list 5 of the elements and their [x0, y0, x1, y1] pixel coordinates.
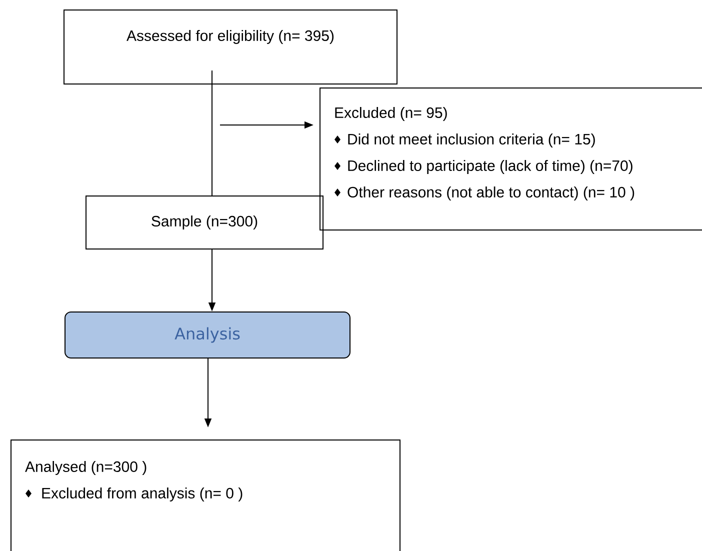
process-box: Sample (n=300) — [86, 196, 324, 250]
process-box: Assessed for eligibility (n= 395) — [64, 10, 398, 84]
stage-box: Analysis — [64, 311, 350, 358]
result-box: Analysed (n=300 ) Excluded from analysis (n= 0 ) — [10, 439, 400, 551]
exclusion-box: Excluded (n= 95) Did not meet inclusion criteria (n= 15) Declined to participate (lack of time) (n=70) Other reasons (not able to contact) (n= 10 ) — [320, 88, 702, 230]
